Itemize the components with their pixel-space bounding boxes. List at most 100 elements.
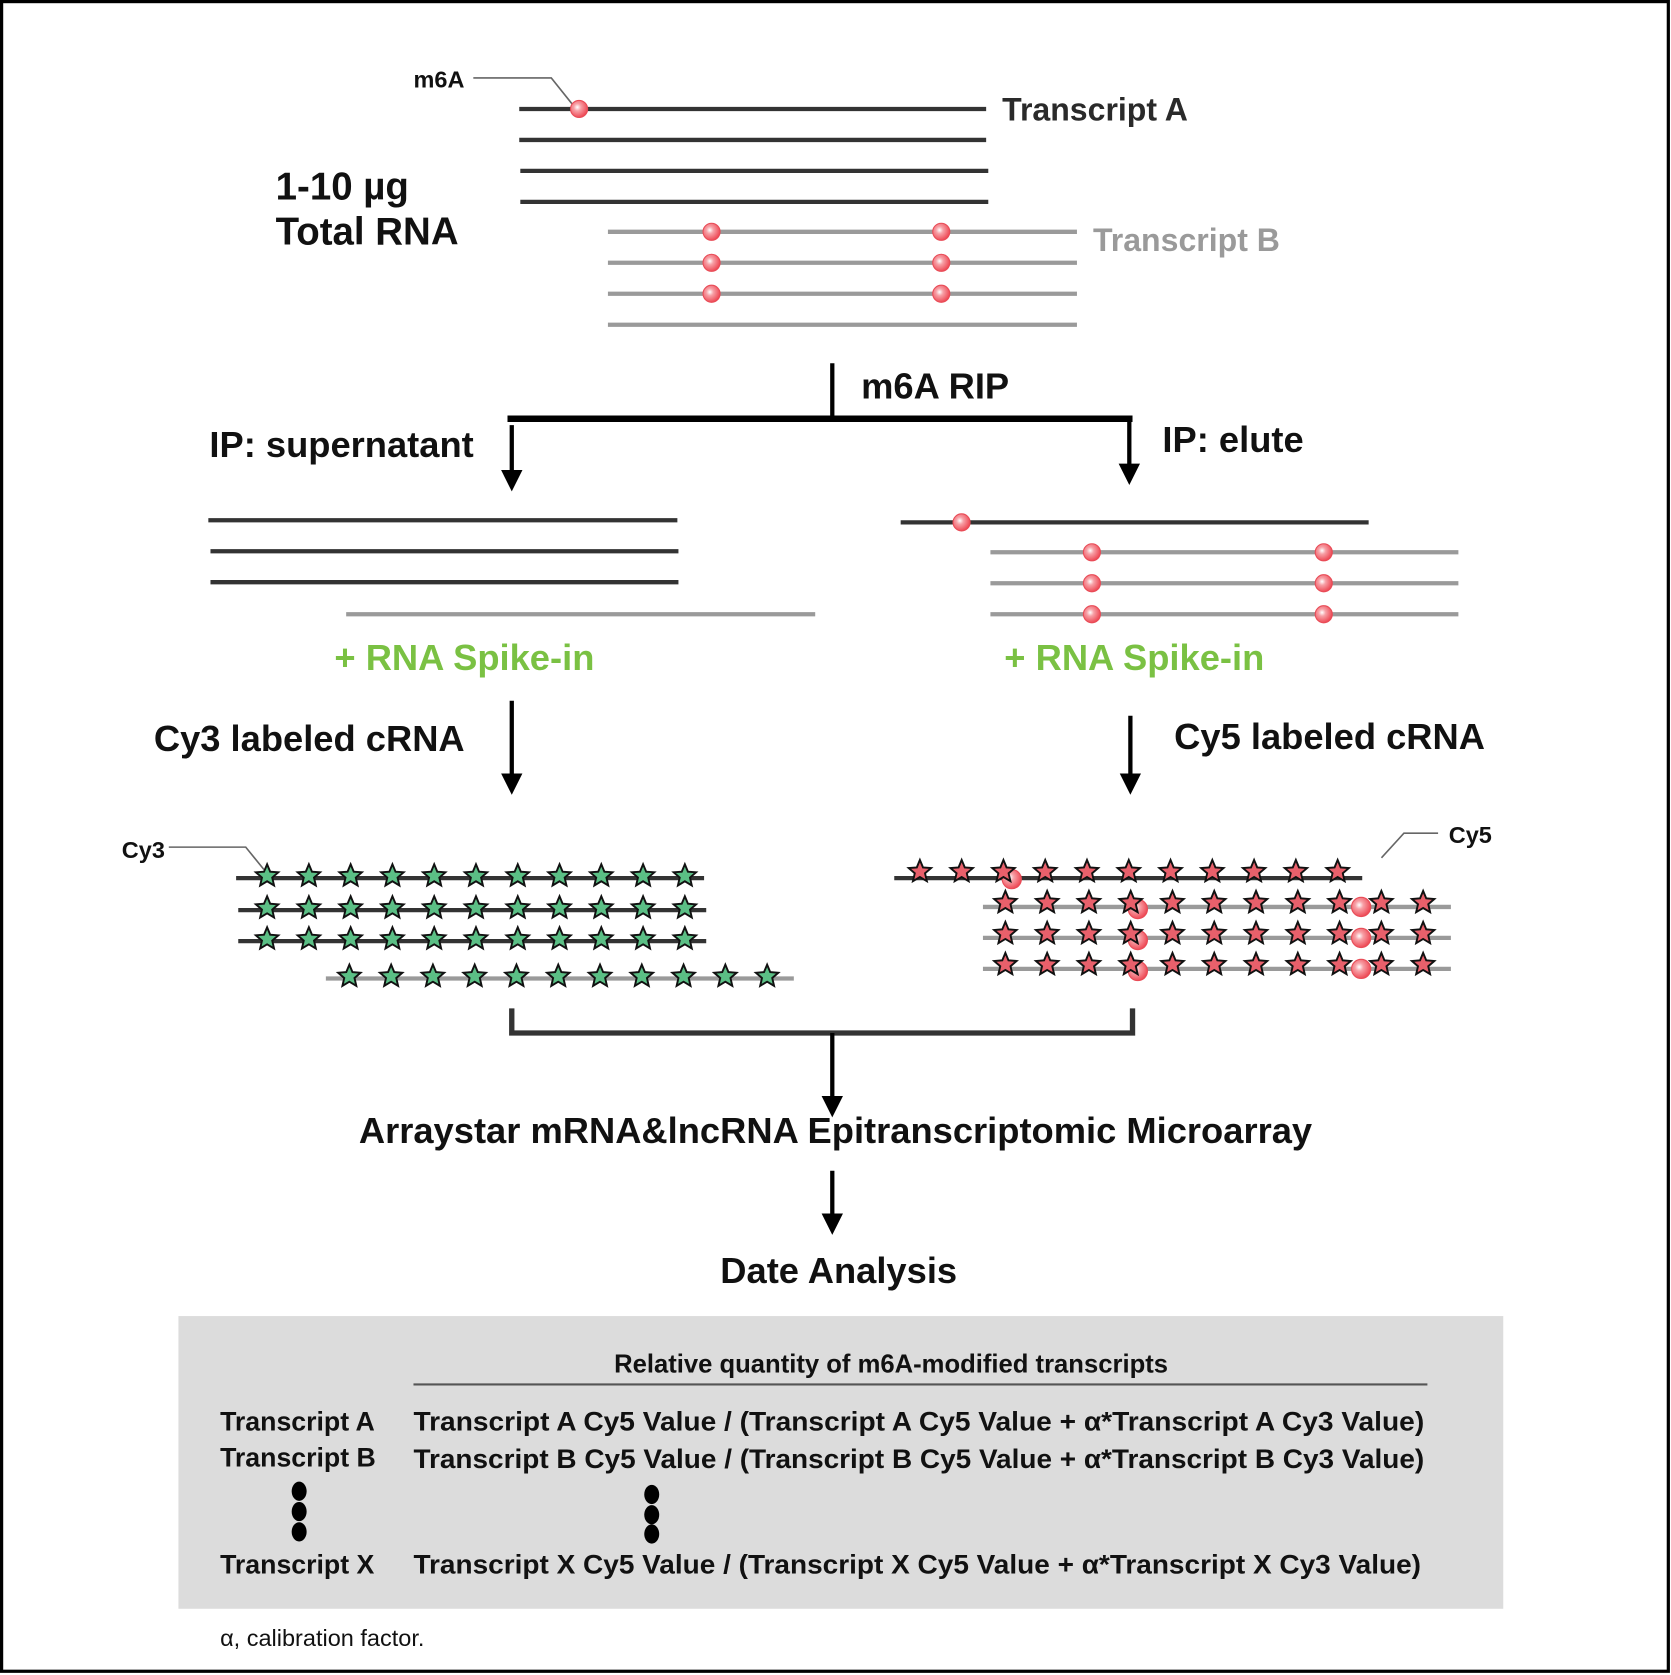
- cy5-labeling-label: Cy5 labeled cRNA: [1174, 716, 1485, 757]
- cy3-dye-star-icon: [335, 962, 363, 988]
- cy5-dye-star-icon: [1242, 888, 1270, 915]
- m6a-modification-dot: [1082, 605, 1102, 624]
- cy5-dye-star-icon: [1033, 919, 1061, 946]
- cy5-callout-line: [1380, 832, 1439, 859]
- m6a-modification-dot: [569, 99, 589, 119]
- cy3-dye-star-icon: [504, 861, 532, 888]
- cy3-dye-star-icon: [711, 962, 739, 988]
- cy3-labeling-label: Cy3 labeled cRNA: [154, 718, 465, 759]
- cy5-dye-star-icon: [991, 919, 1019, 946]
- cy5-labeled-crna: Cy5: [894, 822, 1492, 982]
- m6a-modification-dot: [1351, 958, 1372, 980]
- cy5-dye-star-icon: [1033, 950, 1061, 977]
- microarray-label: Arraystar mRNA&lncRNA Epitranscriptomic …: [359, 1110, 1312, 1151]
- cy3-dye-star-icon: [378, 924, 407, 951]
- m6a-modification-dot: [1314, 543, 1333, 562]
- transcript-b-group: [607, 229, 1077, 327]
- cy3-labeled-crna: Cy3: [122, 837, 794, 988]
- row-name-transcript-a: Transcript A: [220, 1406, 375, 1436]
- cy3-dye-star-icon: [295, 861, 323, 888]
- cy3-dye-star-icon: [669, 962, 698, 988]
- cy5-dye-star-icon: [991, 888, 1019, 915]
- cy3-dye-star-icon: [419, 962, 447, 988]
- cy5-tag-label: Cy5: [1449, 822, 1492, 848]
- cy5-dye-star-icon: [906, 857, 934, 884]
- row-name-transcript-x: Transcript X: [220, 1550, 374, 1580]
- cy3-dye-star-icon: [295, 924, 323, 951]
- merge-bracket-line: [509, 1008, 1136, 1036]
- cy3-dye-star-icon: [671, 924, 699, 951]
- ellipsis-right: [644, 1484, 660, 1544]
- cy5-dye-star-icon: [1325, 888, 1354, 915]
- cy5-dye-star-icon: [1242, 950, 1270, 977]
- cy3-dye-star-icon: [337, 861, 365, 888]
- merge-bracket: Arraystar mRNA&lncRNA Epitranscriptomic …: [359, 1008, 1312, 1291]
- m6a-modification-dot: [952, 513, 971, 532]
- ellipsis-dot: [644, 1505, 660, 1525]
- formula-table: Relative quantity of m6A-modified transc…: [178, 1316, 1504, 1609]
- input-section: 1-10 µg Total RNA m6A Transcript A: [276, 67, 1280, 327]
- cy3-dye-star-icon: [378, 861, 407, 888]
- cy3-dye-star-icon: [629, 861, 657, 888]
- cy5-dye-star-icon: [948, 857, 976, 884]
- cy5-dye-star-icon: [1198, 857, 1226, 884]
- cy5-dye-star-icon: [1033, 888, 1061, 915]
- cy3-dye-star-icon: [629, 893, 657, 920]
- cy3-dye-star-icon: [461, 962, 489, 988]
- cy5-dye-star-icon: [1284, 888, 1312, 915]
- cy5-dye-star-icon: [1367, 950, 1395, 977]
- rip-step-label: m6A RIP: [861, 365, 1009, 406]
- cy3-dye-star-icon: [253, 893, 281, 920]
- cy5-dye-star-icon: [1075, 888, 1103, 915]
- cy3-dye-star-icon: [671, 893, 699, 920]
- supernatant-fraction: + RNA Spike-in: [208, 518, 816, 678]
- ellipsis-left: [291, 1481, 307, 1542]
- labeling-step: Cy3 labeled cRNA Cy5 labeled cRNA: [154, 700, 1485, 795]
- transcript-b-m6a-dots: [702, 222, 951, 303]
- cy5-dye-star-icon: [1075, 919, 1103, 946]
- footnote: α, calibration factor.: [220, 1625, 424, 1651]
- cy3-dye-star-icon: [420, 861, 448, 888]
- row-formula-transcript-x: Transcript X Cy5 Value / (Transcript X C…: [413, 1550, 1421, 1580]
- cy3-dye-star-icon: [295, 893, 323, 920]
- cy3-dye-star-icon: [587, 893, 615, 920]
- ellipsis-dot: [291, 1501, 307, 1522]
- cy3-callout-line: [168, 846, 265, 871]
- analysis-label: Date Analysis: [720, 1250, 957, 1291]
- cy5-dye-star-icon: [1156, 857, 1185, 884]
- row-formula-transcript-a: Transcript A Cy5 Value / (Transcript A C…: [413, 1406, 1424, 1436]
- m6a-modification-dot: [1314, 605, 1333, 624]
- cy3-dye-star-icon: [462, 861, 490, 888]
- cy5-dye-star-icon: [1367, 888, 1395, 915]
- cy3-dye-star-icon: [253, 861, 281, 888]
- cy5-dye-star-icon: [1117, 950, 1145, 977]
- cy5-dye-star-icon: [1242, 919, 1270, 946]
- cy3-dye-star-icon: [671, 861, 699, 888]
- cy5-dye-star-icon: [1158, 950, 1187, 977]
- cy5-dye-star-icon: [1325, 919, 1354, 946]
- transcript-b-label: Transcript B: [1093, 222, 1280, 258]
- cy3-dye-star-icon: [753, 962, 781, 988]
- cy5-dye-star-icon: [989, 857, 1018, 884]
- spike-in-label-left: + RNA Spike-in: [334, 637, 594, 678]
- cy5-dye-star-icon: [1158, 919, 1187, 946]
- cy5-dye-star-icon: [1284, 919, 1312, 946]
- ellipsis-dot: [291, 1522, 307, 1542]
- m6a-modification-dot: [932, 222, 951, 241]
- ellipsis-dot: [644, 1484, 660, 1505]
- m6a-modification-dot: [1351, 896, 1372, 918]
- cy5-dye-star-icon: [1115, 857, 1143, 884]
- supernatant-label: IP: supernatant: [209, 424, 473, 465]
- ellipsis-dot: [291, 1481, 307, 1501]
- formula-table-background: [178, 1316, 1504, 1609]
- m6a-modification-dot: [1082, 543, 1102, 562]
- cy3-dye-star-icon: [378, 893, 407, 920]
- input-amount-label: 1-10 µg: [276, 166, 409, 209]
- row-name-transcript-b: Transcript B: [220, 1443, 376, 1473]
- cy3-dye-star-icon: [628, 962, 656, 988]
- m6a-modification-dot: [702, 284, 721, 303]
- cy5-dye-star-icon: [1073, 857, 1101, 884]
- cy3-dye-star-icon: [586, 962, 614, 988]
- cy3-dye-star-icon: [462, 893, 490, 920]
- transcript-a-label: Transcript A: [1002, 92, 1188, 128]
